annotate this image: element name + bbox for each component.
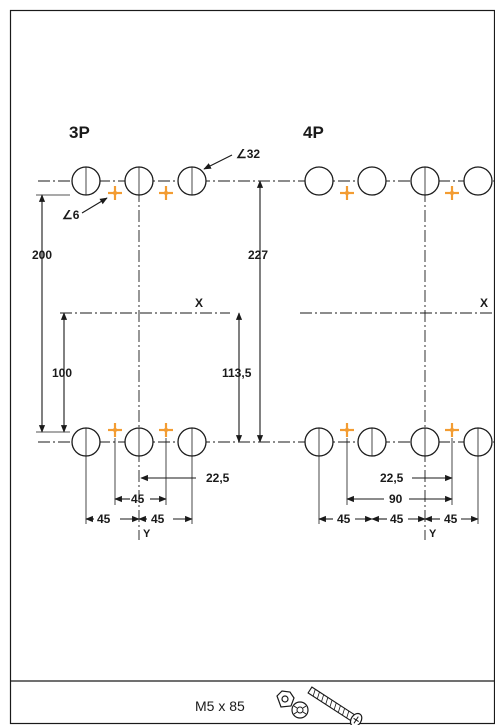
bottom-holes-3p [71, 427, 207, 457]
pilot-marker [106, 184, 124, 202]
svg-text:90: 90 [389, 492, 403, 506]
svg-text:45: 45 [151, 512, 165, 526]
svg-text:22,5: 22,5 [206, 471, 230, 485]
pilot-marker [338, 184, 356, 202]
page-border [9, 9, 495, 725]
svg-text:45: 45 [444, 512, 458, 526]
label-4p: 4P [303, 123, 324, 142]
svg-text:45: 45 [131, 492, 145, 506]
pilot-marker [443, 184, 461, 202]
hole [463, 166, 493, 196]
pilot-marker [338, 421, 356, 439]
svg-text:45: 45 [390, 512, 404, 526]
svg-text:22,5: 22,5 [380, 471, 404, 485]
hex-nut-icon [276, 690, 295, 708]
x-axis-label-3p: X [195, 296, 203, 310]
pilot-markers [106, 184, 461, 439]
screw-size-label: M5 x 85 [195, 698, 245, 714]
pilot-diameter-leader [81, 197, 108, 214]
svg-text:45: 45 [337, 512, 351, 526]
svg-text:45: 45 [97, 512, 111, 526]
pilot-marker [443, 421, 461, 439]
bottom-dimensions-4p: 22,5 90 45 45 45 Y [318, 438, 479, 540]
top-holes-3p [71, 166, 207, 196]
lock-washer-icon [291, 701, 309, 719]
svg-text:200: 200 [32, 248, 52, 262]
pilot-marker [106, 421, 124, 439]
x-axis-label-4p: X [480, 296, 488, 310]
dimension-227: 227 [248, 180, 268, 443]
top-holes-4p [304, 166, 493, 196]
svg-text:227: 227 [248, 248, 268, 262]
hole-diameter-leader [203, 154, 233, 170]
pilot-marker [157, 184, 175, 202]
pilot-diameter-label: ∠6 [62, 208, 80, 222]
screw-icon [307, 686, 363, 725]
y-axis-label-4p: Y [429, 528, 437, 540]
hole-diameter-label: ∠32 [236, 147, 260, 161]
dimension-100: 100 [52, 312, 72, 433]
pilot-marker [157, 421, 175, 439]
bottom-holes-4p [304, 427, 493, 457]
dimension-113-5: 113,5 [222, 312, 252, 443]
svg-text:113,5: 113,5 [222, 366, 252, 380]
svg-text:100: 100 [52, 366, 72, 380]
y-axis-label-3p: Y [143, 528, 151, 540]
label-3p: 3P [69, 123, 90, 142]
hole [357, 166, 387, 196]
bottom-dimensions-3p: 22,5 45 45 45 Y [85, 438, 230, 540]
hole [304, 166, 334, 196]
